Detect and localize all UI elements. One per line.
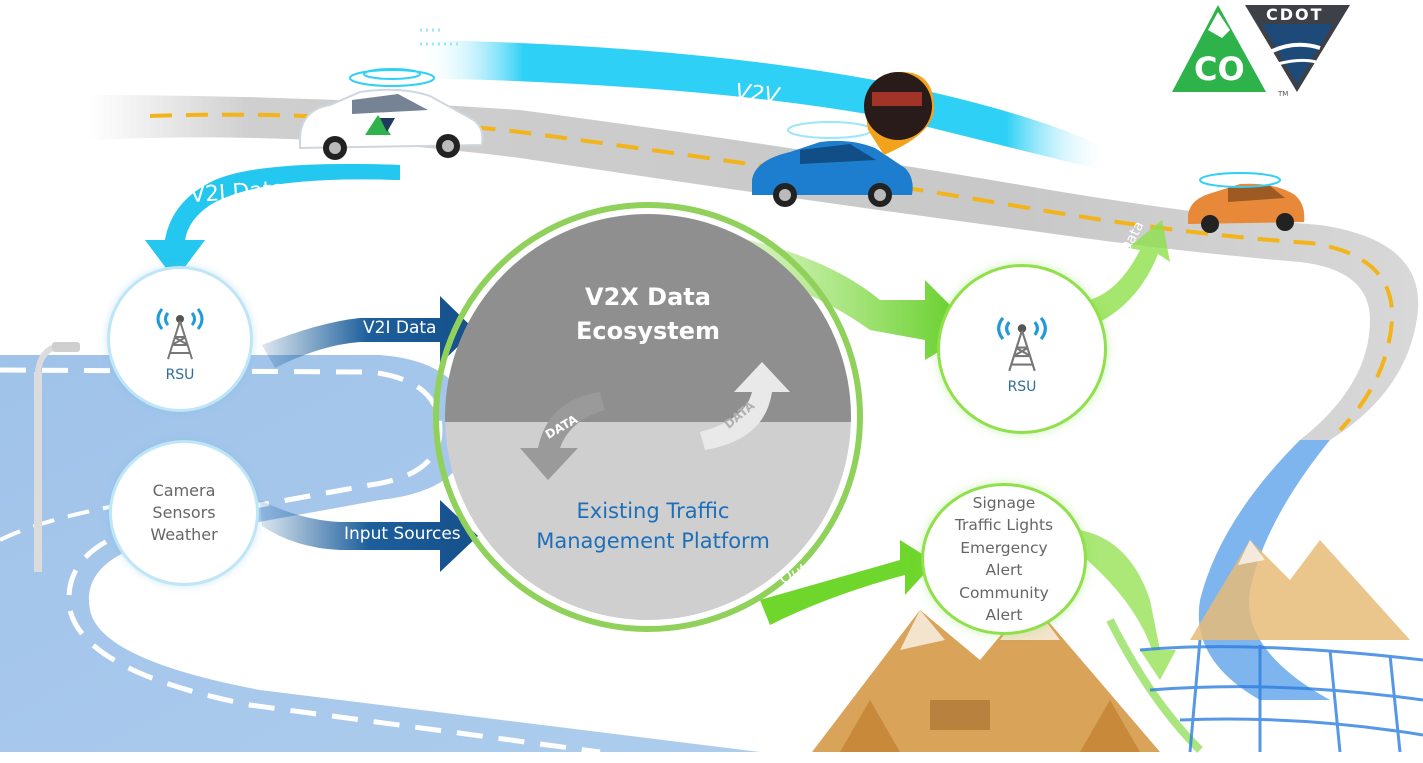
output-item: Alert: [985, 561, 1023, 579]
output-item: Traffic Lights: [954, 516, 1054, 534]
output-sources-list: Signage Traffic Lights Emergency Alert C…: [955, 492, 1053, 627]
input-item: Weather: [150, 525, 218, 544]
rsu-label-left: RSU: [165, 367, 195, 383]
platform-subtitle-line-1: Existing Traffic: [576, 499, 730, 523]
co-logo-text: CO: [1194, 50, 1245, 88]
v2v-label: V2V: [733, 79, 781, 110]
input-item: Camera: [152, 481, 216, 500]
v2v-band: [420, 28, 1110, 172]
trademark-text: TM: [1278, 90, 1289, 98]
antenna-tower-icon: [997, 316, 1047, 372]
platform-title: V2X Data Ecosystem: [548, 280, 748, 348]
platform-subtitle-line-2: Management Platform: [536, 529, 770, 553]
output-sources-node: Signage Traffic Lights Emergency Alert C…: [921, 483, 1087, 635]
orange-car-icon: [1188, 172, 1305, 233]
mountains-icon: [812, 540, 1410, 752]
platform-title-line-1: V2X Data: [585, 283, 711, 311]
rsu-label-right: RSU: [1007, 379, 1037, 395]
input-sources-node: Camera Sensors Weather: [109, 440, 259, 586]
co-cdot-logo: [1172, 5, 1350, 92]
blue-car-icon: [752, 121, 913, 207]
rsu-node-right: RSU: [937, 264, 1107, 434]
platform-subtitle: Existing Traffic Management Platform: [508, 496, 798, 556]
street-light-icon: [34, 342, 80, 572]
platform-title-line-2: Ecosystem: [575, 317, 721, 345]
output-stream: [1078, 530, 1203, 753]
dashboard-pin-icon: [864, 71, 935, 155]
cdot-car-icon: [299, 68, 484, 160]
rsu-node-left: RSU: [107, 266, 253, 412]
v2i-data-label: V2I Data: [363, 318, 437, 338]
output-item: Community: [959, 583, 1049, 602]
antenna-tower-icon: [156, 308, 204, 360]
v2i-data-arrow-navy: [262, 296, 475, 368]
input-sources-label: Input Sources: [344, 524, 461, 544]
rsu-to-car-arrow: [1090, 220, 1170, 322]
output-item: Emergency: [960, 538, 1048, 557]
output-item: Alert: [985, 606, 1023, 624]
cdot-logo-text: CDOT: [1266, 5, 1324, 24]
v2i-data-arrow-top: [145, 164, 400, 280]
output-sources-arrow: [760, 540, 935, 625]
input-sources-arrow: [260, 500, 478, 572]
input-item: Sensors: [152, 503, 216, 522]
city-grid: [1139, 639, 1423, 753]
output-item: Signage: [972, 493, 1036, 512]
input-sources-list: Camera Sensors Weather: [150, 480, 217, 546]
